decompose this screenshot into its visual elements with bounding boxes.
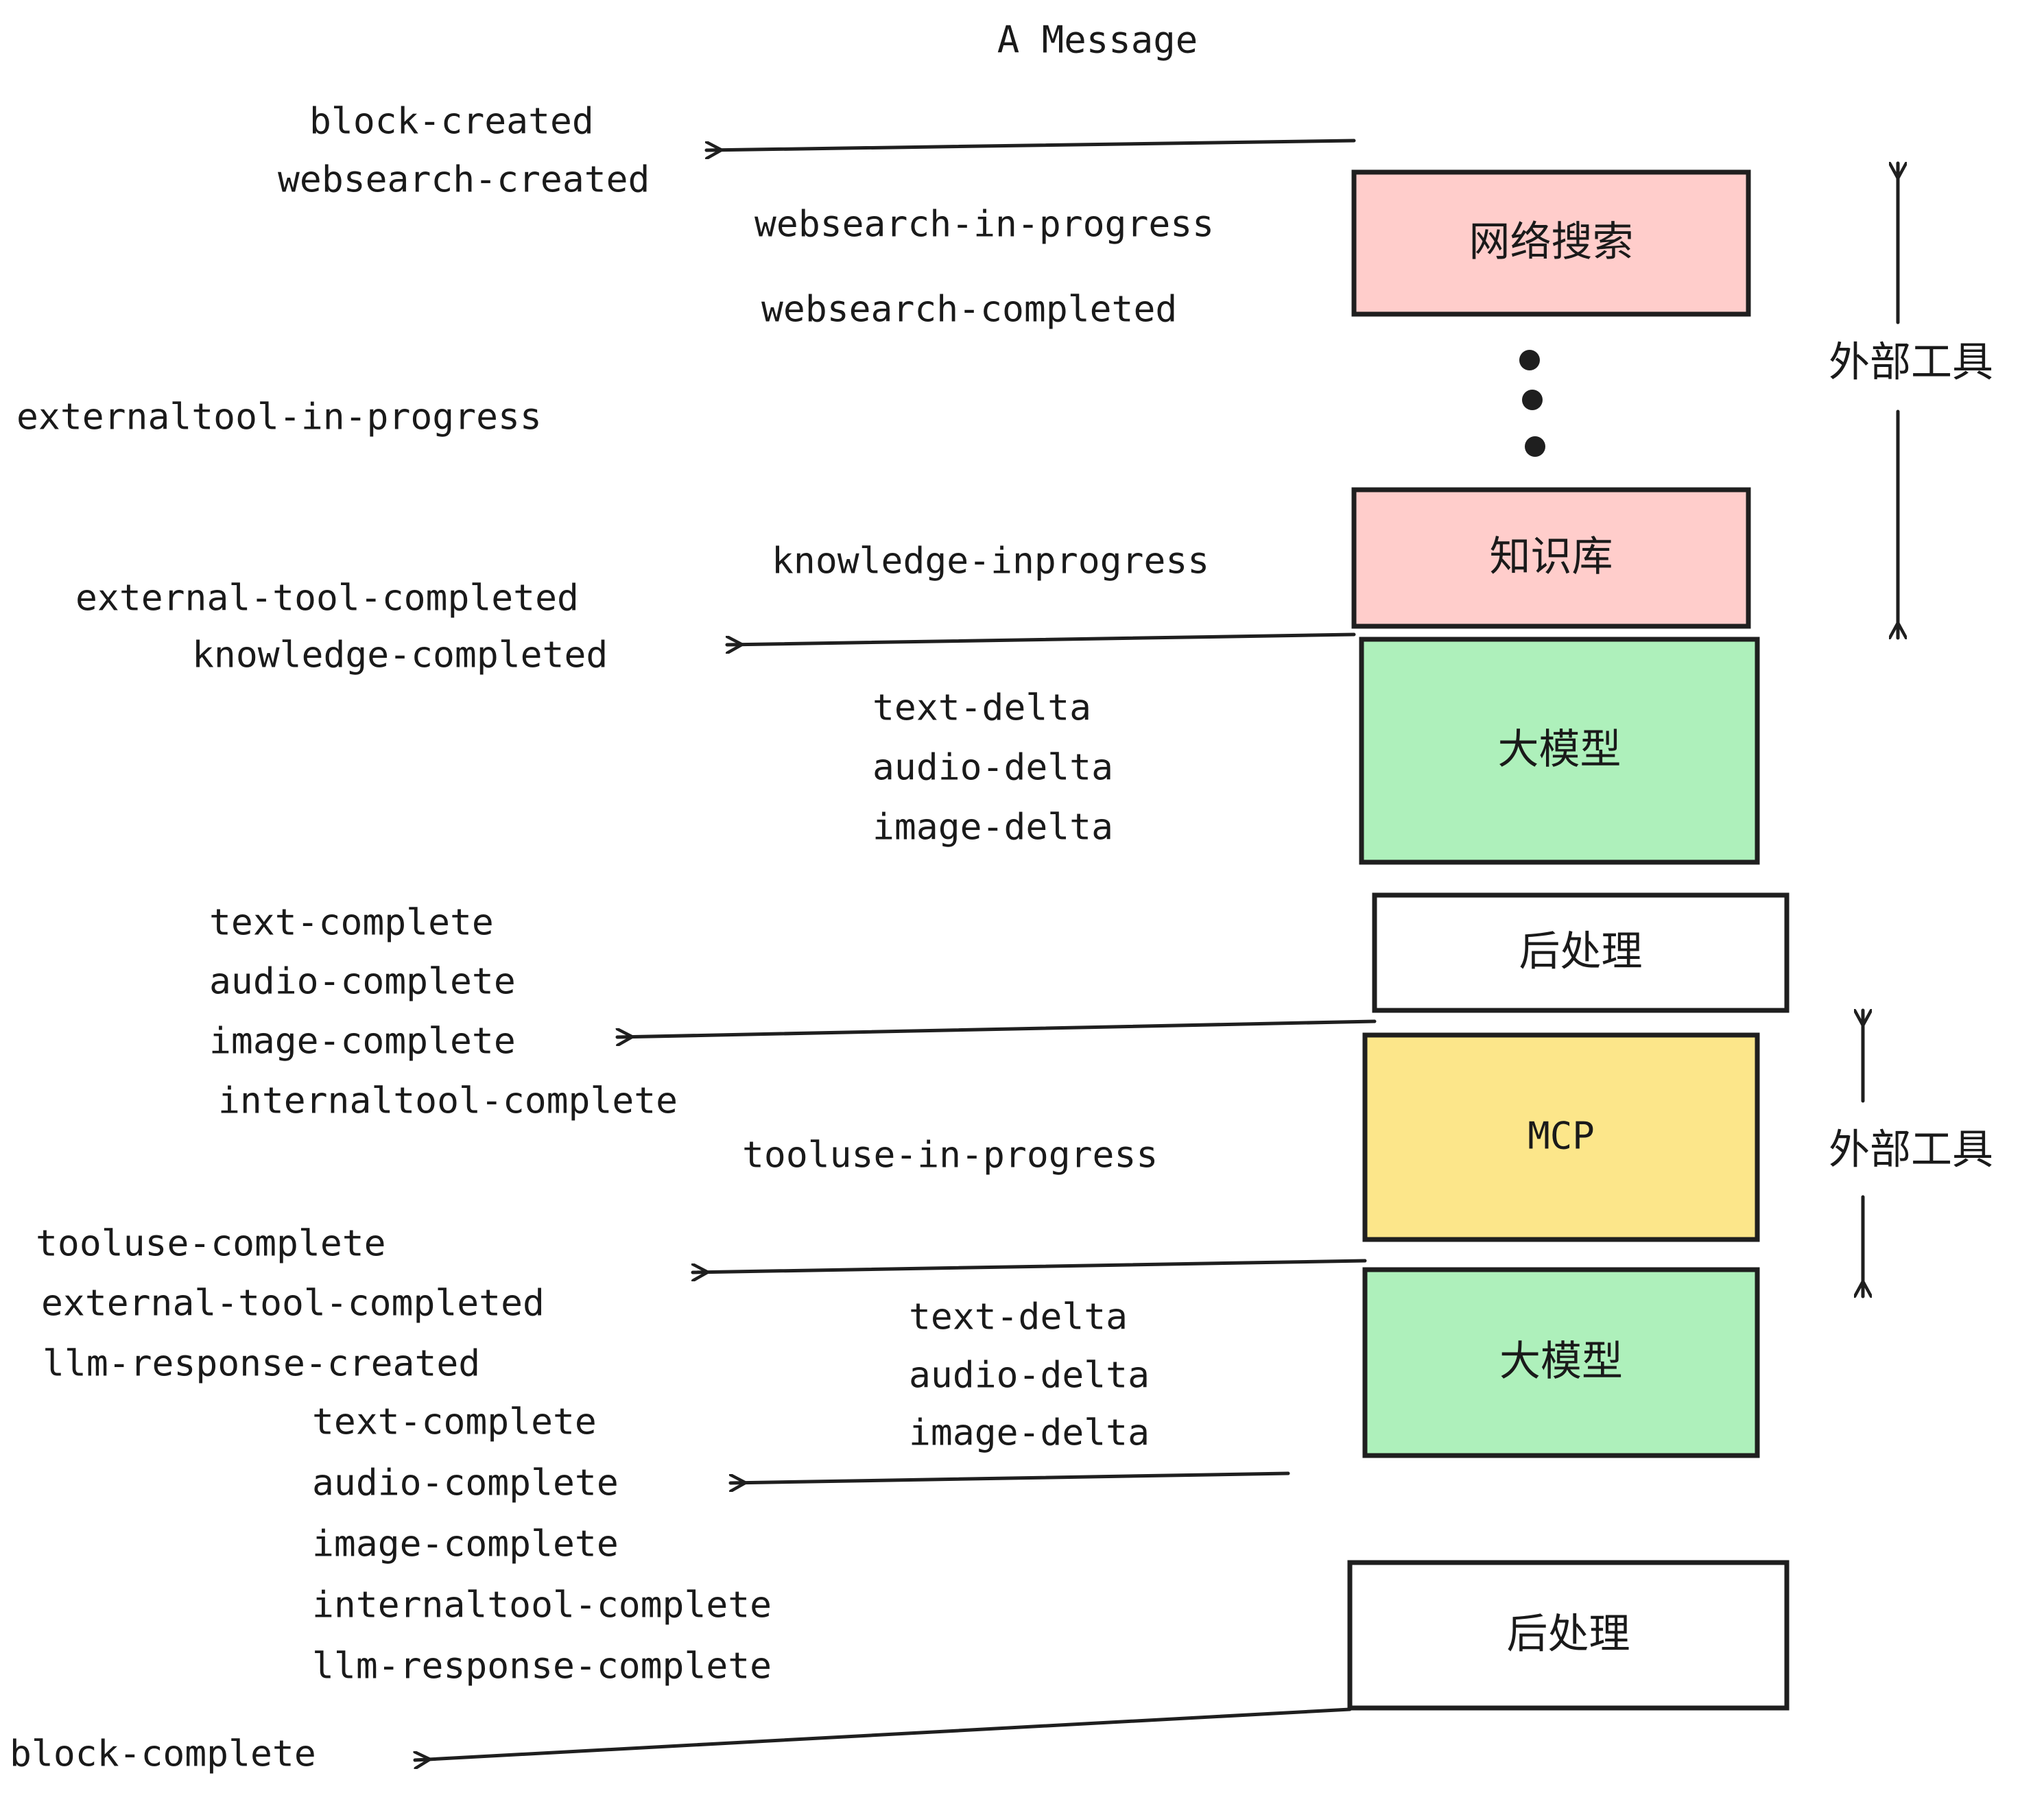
arrow-mcp-to-tooluse-complete [691,1259,1367,1272]
event-labels: block-created websearch-created websearch-… [10,101,1214,1775]
event-label-internaltool-complete-1: internaltool-complete [218,1080,678,1122]
event-label-websearch-completed: websearch-completed [761,289,1177,331]
box-llm-2[interactable] [1362,1267,1760,1458]
event-label-tooluse-complete: tooluse-complete [36,1223,386,1265]
arrow-websearch-to-block-created [704,139,1356,150]
event-label-tooluse-in-progress: tooluse-in-progress [742,1135,1158,1176]
side-label-external-tool-bottom: 外部工具 [1829,1126,1993,1174]
event-label-text-delta-2: text-delta [909,1296,1128,1338]
box-postprocess-2[interactable] [1347,1560,1790,1711]
arrow-postprocess1-to-image-complete [615,1019,1377,1037]
box-postprocess-1[interactable] [1372,892,1790,1013]
arrow-knowledge-to-knowledge-completed [725,632,1356,645]
event-label-externaltool-in-progress: externaltool-in-progress [16,396,542,438]
event-label-text-complete-2: text-complete [312,1401,597,1443]
box-label-llm-1: 大模型 [1498,726,1621,774]
event-label-text-delta-1: text-delta [872,687,1091,729]
event-label-audio-complete-1: audio-complete [209,961,516,1003]
arrow-llm2-to-audio-complete [728,1471,1290,1483]
box-websearch[interactable] [1351,169,1751,317]
event-label-external-tool-completed-2: external-tool-completed [41,1283,545,1325]
box-label-postprocess-2: 后处理 [1507,1611,1630,1659]
event-label-knowledge-inprogress: knowledge-inprogress [772,541,1209,582]
event-label-block-complete: block-complete [10,1733,316,1775]
event-arrows [415,139,1377,1760]
box-label-mcp: MCP [1528,1115,1595,1158]
event-label-websearch-created: websearch-created [278,159,650,201]
event-label-image-delta-1: image-delta [872,807,1113,848]
event-label-audio-complete-2: audio-complete [312,1462,619,1504]
event-label-image-complete-1: image-complete [209,1021,516,1063]
arrow-postprocess2-to-block-complete [415,1707,1352,1760]
box-label-llm-2: 大模型 [1499,1338,1623,1386]
external-tool-scope-indicators: 外部工具 外部工具 [1829,161,1993,1298]
event-label-text-complete-1: text-complete [209,902,494,944]
event-label-knowledge-completed: knowledge-completed [192,634,608,676]
ellipsis-dots-icon [1519,350,1545,457]
event-label-websearch-in-progress: websearch-in-progress [754,204,1214,246]
event-label-audio-delta-2: audio-delta [909,1355,1150,1397]
box-label-knowledge: 知识库 [1490,533,1613,581]
event-label-image-complete-2: image-complete [312,1523,619,1565]
event-label-image-delta-2: image-delta [909,1412,1150,1454]
box-mcp[interactable] [1362,1032,1760,1242]
box-label-websearch: 网络搜索 [1469,218,1634,266]
box-llm-1[interactable] [1359,637,1760,865]
box-knowledge[interactable] [1351,487,1751,629]
event-label-block-created: block-created [309,101,594,143]
page-title: A Message [997,19,1198,62]
box-label-postprocess-1: 后处理 [1519,928,1643,976]
event-label-audio-delta-1: audio-delta [872,747,1113,789]
node-boxes: 网络搜索 知识库 大模型 后处理 MCP 大模型 后处理 [1347,169,1790,1711]
side-label-external-tool-top: 外部工具 [1829,339,1993,387]
event-label-llm-response-complete: llm-response-complete [312,1646,772,1687]
event-label-internaltool-complete-2: internaltool-complete [312,1585,772,1626]
event-label-external-tool-completed-1: external-tool-completed [75,578,579,619]
event-label-llm-response-created: llm-response-created [43,1343,480,1385]
